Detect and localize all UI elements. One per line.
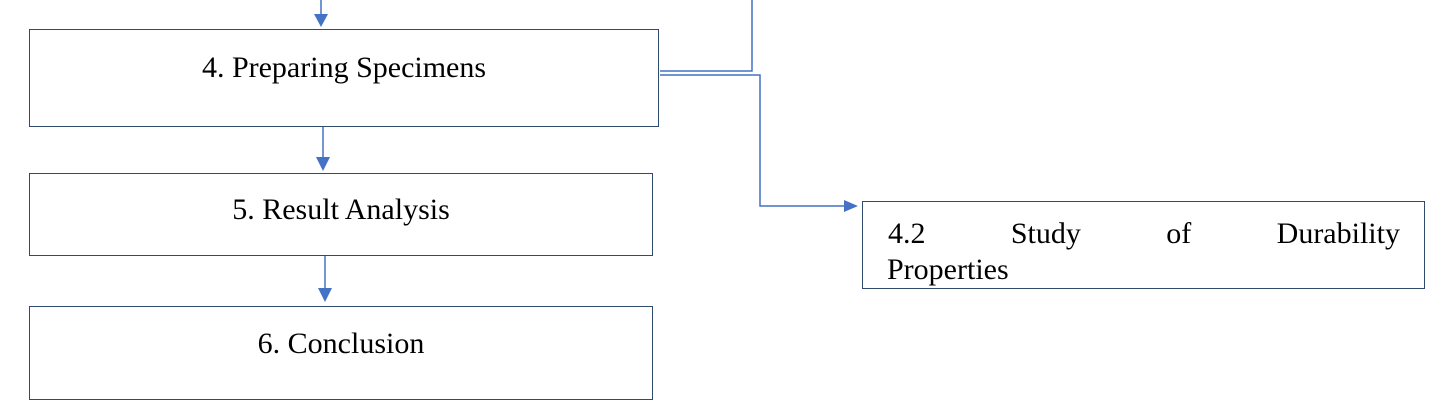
step-4-2-word-durability: Durability — [1276, 217, 1400, 250]
step-6-box: 6. Conclusion — [29, 306, 653, 400]
arrowhead-step5-to-step6 — [318, 288, 332, 302]
step-6-label: 6. Conclusion — [257, 327, 425, 360]
arrowhead-step4-to-step5 — [316, 157, 330, 171]
step-5-label: 5. Result Analysis — [232, 193, 450, 226]
step-4-box: 4. Preparing Specimens — [29, 29, 659, 127]
connector-step4-up — [660, 0, 753, 72]
step-4-2-box: 4.2 Study of Durability Properties — [862, 201, 1425, 289]
step-4-2-label: 4.2 Study of Durability Properties — [887, 216, 1400, 288]
step-4-2-word-study: Study — [1010, 217, 1081, 250]
arrowhead-into-step4-2 — [844, 200, 858, 212]
step-4-2-word-number: 4.2 — [888, 217, 926, 250]
connector-step4-to-step4-2 — [660, 74, 845, 207]
arrowhead-into-step-4 — [314, 14, 328, 27]
step-4-2-line2: Properties — [887, 253, 1009, 286]
step-4-label: 4. Preparing Specimens — [201, 51, 487, 84]
step-4-2-word-of: of — [1166, 217, 1192, 250]
step-5-box: 5. Result Analysis — [29, 173, 653, 256]
